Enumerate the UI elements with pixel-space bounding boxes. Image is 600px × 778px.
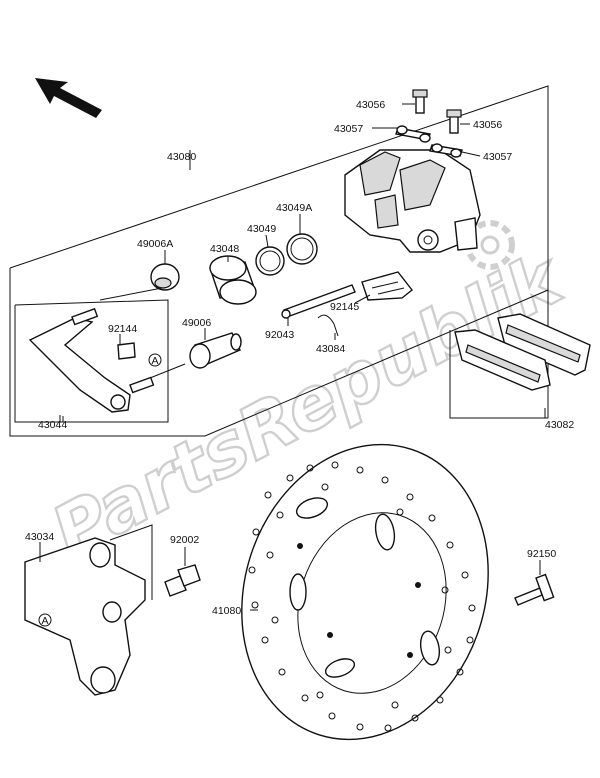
label-49006A: 49006A xyxy=(137,238,173,250)
label-43048: 43048 xyxy=(210,243,239,255)
piston-seal-large xyxy=(286,233,318,265)
part-labels: 43080 43056 43056 43057 43057 43049A 430… xyxy=(25,99,574,617)
label-43049A: 43049A xyxy=(276,202,312,214)
bleeder-cap-2 xyxy=(429,143,463,158)
pad-spring xyxy=(361,271,413,301)
bolt-92150 xyxy=(514,573,555,606)
disc-holes xyxy=(248,461,476,732)
leader-lines xyxy=(39,103,546,611)
label-41080: 41080 xyxy=(212,605,241,617)
label-43082: 43082 xyxy=(545,419,574,431)
caliper-mount-plate xyxy=(24,524,153,696)
label-92043: 92043 xyxy=(265,329,294,341)
bracket-subframe xyxy=(14,299,169,423)
bleeder-valve-1 xyxy=(412,89,428,114)
label-92145: 92145 xyxy=(330,301,359,313)
brake-disc xyxy=(241,443,489,741)
boot-49006 xyxy=(189,332,242,369)
label-49006: 49006 xyxy=(182,317,211,329)
caliper-bracket xyxy=(28,307,155,413)
boot-49006A xyxy=(150,263,180,291)
caliper-body xyxy=(344,149,481,253)
label-92002: 92002 xyxy=(170,534,199,546)
piston-seal-small xyxy=(255,246,285,276)
label-43056-right: 43056 xyxy=(473,119,502,131)
label-43057-right: 43057 xyxy=(483,151,512,163)
pin-clip xyxy=(317,314,339,337)
label-43084: 43084 xyxy=(316,343,345,355)
caliper-pin xyxy=(281,284,356,319)
brake-pads xyxy=(454,313,591,391)
label-43080: 43080 xyxy=(167,151,196,163)
label-43044: 43044 xyxy=(38,419,67,431)
bolt-92002 xyxy=(164,564,201,597)
label-43049: 43049 xyxy=(247,223,276,235)
label-43057-left: 43057 xyxy=(334,123,363,135)
label-43034: 43034 xyxy=(25,531,54,543)
callout-a-lower: A xyxy=(38,613,52,627)
svg-text:A: A xyxy=(151,355,158,367)
label-92144: 92144 xyxy=(108,323,137,335)
svg-text:A: A xyxy=(41,615,48,627)
bleeder-valve-2 xyxy=(446,109,462,134)
callout-a-upper: A xyxy=(148,353,162,367)
label-92150: 92150 xyxy=(527,548,556,560)
front-direction-arrow-icon xyxy=(35,78,102,118)
caliper-piston xyxy=(209,255,257,305)
label-43056-left: 43056 xyxy=(356,99,385,111)
bleeder-cap-1 xyxy=(395,125,431,143)
pad-retainer-92144 xyxy=(117,342,136,360)
